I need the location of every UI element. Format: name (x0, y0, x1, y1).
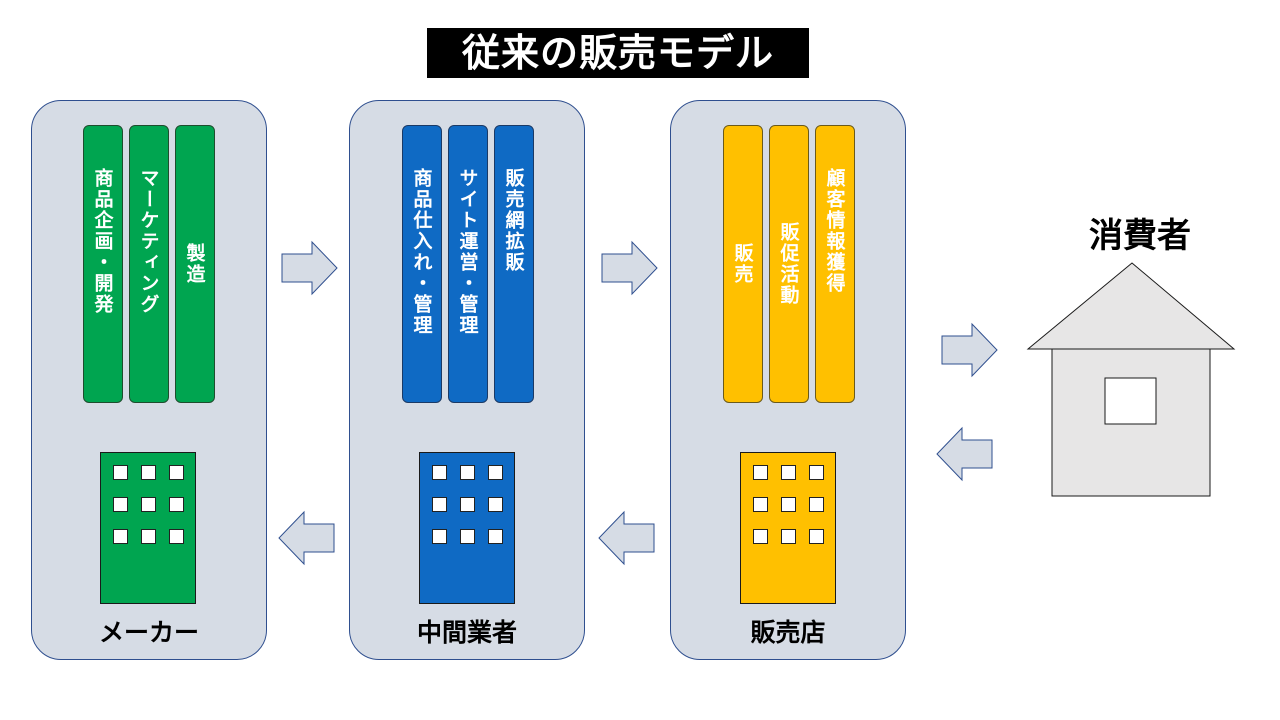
activity-manufacturing: 製造 (175, 125, 215, 403)
maker-building-icon (100, 452, 196, 604)
activity-product-planning: 商品企画・開発 (83, 125, 123, 403)
activity-site-operation: サイト運営・管理 (448, 125, 488, 403)
house-icon (1026, 262, 1236, 497)
arrow-left-icon (598, 510, 655, 566)
panel-retailer-label: 販売店 (750, 618, 826, 647)
activity-purchasing: 商品仕入れ・管理 (402, 125, 442, 403)
arrow-left-icon (936, 426, 993, 482)
intermediary-building-icon (419, 452, 515, 604)
arrow-right-icon (281, 240, 338, 296)
panel-maker-label: メーカー (98, 618, 199, 647)
activity-marketing: マーケティング (129, 125, 169, 403)
panel-intermediary-label: 中間業者 (416, 618, 517, 647)
consumer-label: 消費者 (1089, 216, 1191, 256)
activity-promotion: 販促活動 (769, 125, 809, 403)
arrow-left-icon (278, 510, 335, 566)
diagram-title: 従来の販売モデル (427, 28, 809, 78)
activity-sales: 販売 (723, 125, 763, 403)
arrow-right-icon (941, 322, 998, 378)
arrow-right-icon (601, 240, 658, 296)
activity-sales-network: 販売網拡販 (494, 125, 534, 403)
retailer-building-icon (740, 452, 836, 604)
activity-customer-info: 顧客情報獲得 (815, 125, 855, 403)
